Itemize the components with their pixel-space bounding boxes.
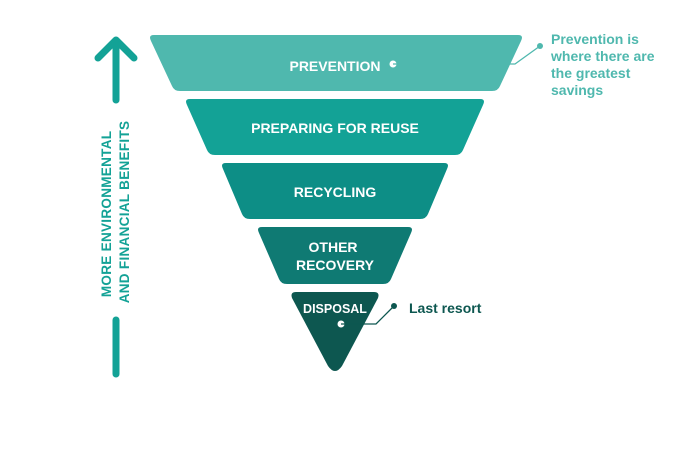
tier-preparing-for-reuse: PREPARING FOR REUSE — [186, 99, 484, 155]
disposal-callout-end-dot — [391, 303, 397, 309]
tier-disposal-label: DISPOSAL — [303, 302, 367, 316]
prevention-callout-text: Prevention is where there are the greate… — [550, 31, 658, 98]
tier-prevention-label-line: PREVENTION — [289, 58, 380, 74]
prevention-callout: Prevention is where there are the greate… — [389, 31, 658, 98]
tier-preparing-for-reuse-shape — [186, 99, 484, 155]
disposal-callout-line1: Last resort — [409, 300, 482, 316]
hierarchy-pyramid: PREVENTION PREPARING FOR REUSE RECYCLING… — [150, 35, 522, 371]
tier-preparing-for-reuse-label: PREPARING FOR REUSE — [251, 120, 419, 136]
tier-prevention-shape — [150, 35, 522, 91]
tier-other-recovery-label-line2: RECOVERY — [296, 257, 375, 273]
axis-caption-line2: AND FINANCIAL BENEFITS — [117, 121, 132, 304]
axis-caption-line1: MORE ENVIRONMENTAL — [99, 131, 114, 297]
tier-recycling-label: RECYCLING — [294, 184, 377, 200]
tier-prevention: PREVENTION — [150, 35, 522, 91]
tier-disposal: DISPOSAL — [291, 292, 379, 371]
disposal-callout-text: Last resort — [409, 300, 482, 316]
disposal-callout: Last resort — [337, 300, 482, 328]
benefit-arrow — [94, 36, 138, 378]
axis-caption: MORE ENVIRONMENTAL AND FINANCIAL BENEFIT… — [99, 121, 132, 304]
tier-other-recovery-shape — [258, 227, 412, 284]
tier-recycling: RECYCLING — [222, 163, 448, 219]
tier-other-recovery: OTHER RECOVERY — [258, 227, 412, 284]
prevention-callout-line4: savings — [551, 82, 603, 98]
prevention-callout-line1: Prevention is — [551, 31, 639, 47]
tier-recycling-label-line: RECYCLING — [294, 184, 377, 200]
prevention-callout-line2: where there are — [550, 48, 655, 64]
tier-disposal-label-line: DISPOSAL — [303, 302, 367, 316]
prevention-callout-leader — [393, 45, 541, 65]
disposal-callout-leader — [341, 305, 395, 325]
tier-prevention-label: PREVENTION — [289, 58, 380, 74]
prevention-callout-end-dot — [537, 43, 543, 49]
prevention-callout-line3: the greatest — [551, 65, 631, 81]
tier-other-recovery-label-line1: OTHER — [309, 239, 358, 255]
tier-disposal-shape — [291, 292, 379, 371]
tier-other-recovery-label: OTHER RECOVERY — [296, 239, 375, 273]
tier-preparing-for-reuse-label-line: PREPARING FOR REUSE — [251, 120, 419, 136]
tier-recycling-shape — [222, 163, 448, 219]
